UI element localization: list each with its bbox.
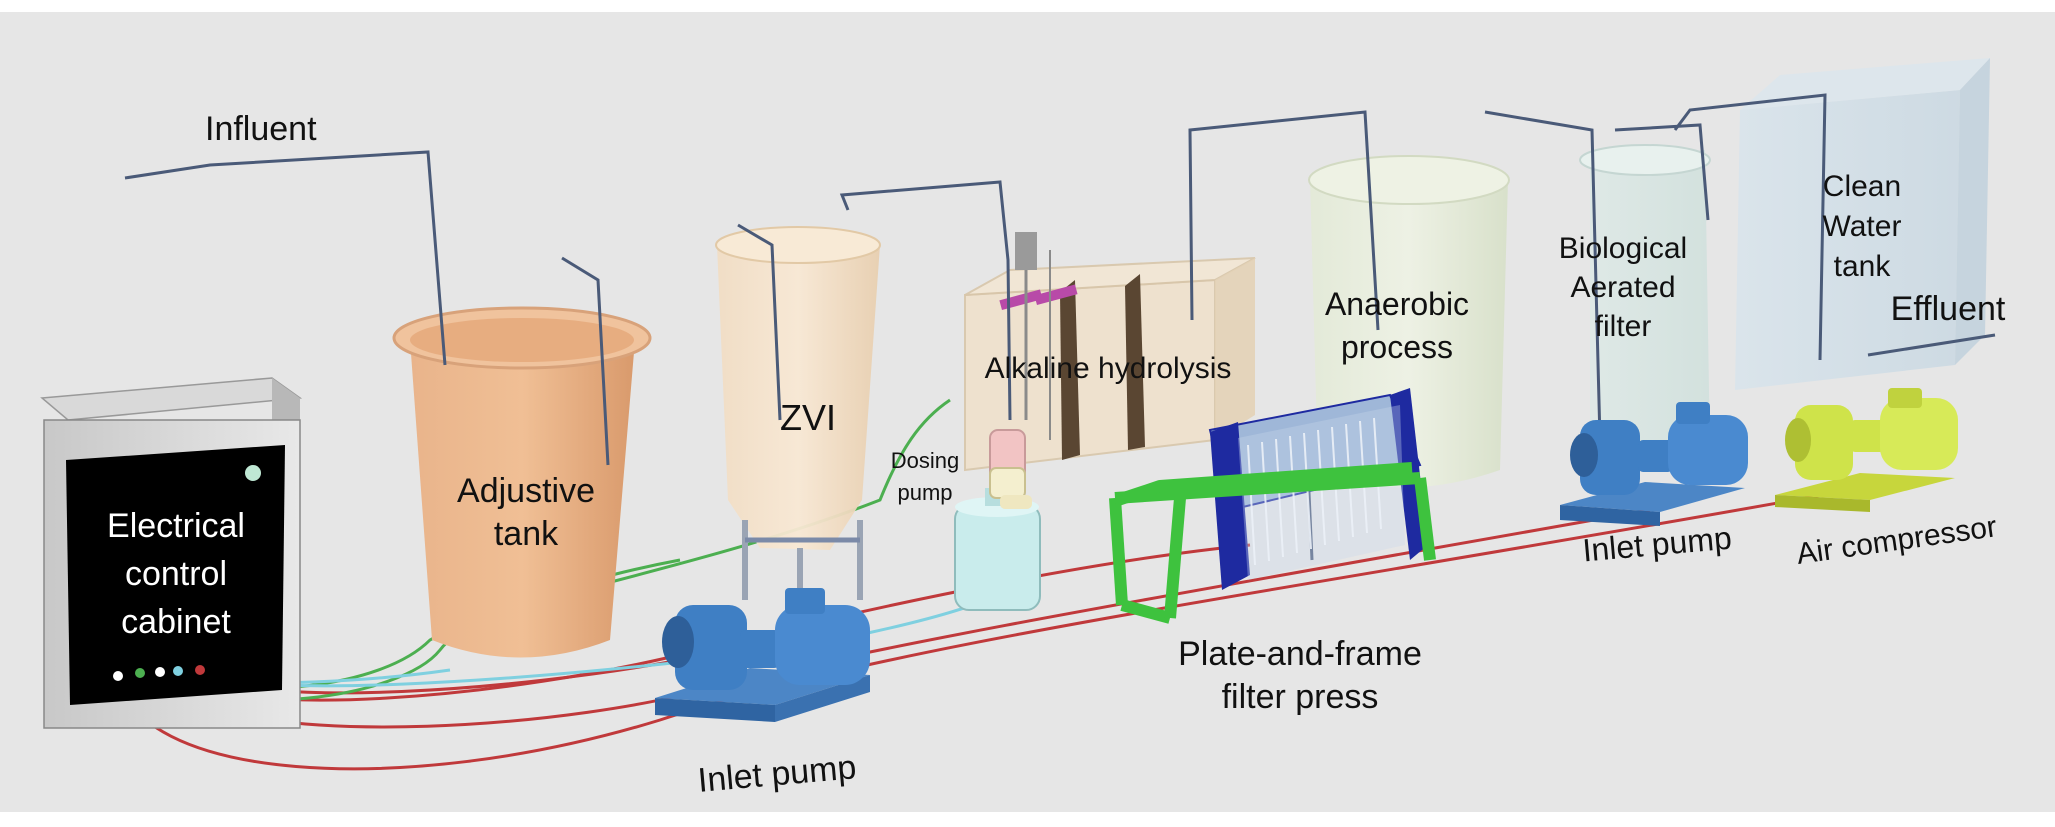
label-anaerobic-1: Anaerobic (1325, 286, 1469, 322)
inlet-pump-2 (1560, 402, 1748, 526)
label-baf-3: filter (1595, 310, 1652, 343)
label-adjustive-tank-1: Adjustive (457, 472, 595, 510)
label-filter-press-2: filter press (1222, 678, 1379, 716)
label-adjustive-tank-2: tank (494, 515, 559, 553)
inlet-pump-1 (655, 588, 870, 722)
label-dosing-pump-1: Dosing (891, 448, 959, 473)
label-filter-press-1: Plate-and-frame (1178, 635, 1422, 673)
baf-tank (1579, 144, 1711, 456)
label-effluent: Effluent (1891, 290, 2006, 328)
dosing-pump-unit (954, 429, 1041, 611)
label-baf-1: Biological (1559, 232, 1687, 265)
label-clean-water-3: tank (1834, 250, 1892, 283)
air-compressor (1775, 388, 1958, 512)
label-clean-water-2: Water (1823, 210, 1902, 243)
label-dosing-pump-2: pump (897, 480, 952, 505)
label-clean-water-1: Clean (1823, 170, 1901, 203)
label-alkaline-hydrolysis: Alkaline hydrolysis (985, 352, 1232, 385)
filter-press (1109, 388, 1436, 624)
label-cabinet-2: control (125, 555, 227, 593)
label-zvi: ZVI (780, 397, 836, 438)
label-cabinet-3: cabinet (121, 603, 231, 641)
label-anaerobic-2: process (1341, 329, 1453, 365)
label-cabinet-1: Electrical (107, 507, 245, 545)
indicator-light (245, 465, 261, 481)
label-influent: Influent (205, 110, 317, 148)
electrical-control-cabinet (40, 377, 303, 729)
cabinet-screen (66, 445, 285, 705)
alkaline-hydrolysis-reactor (964, 232, 1256, 472)
pipes (124, 93, 1996, 561)
label-baf-2: Aerated (1570, 271, 1675, 304)
adjustive-tank (392, 306, 652, 658)
